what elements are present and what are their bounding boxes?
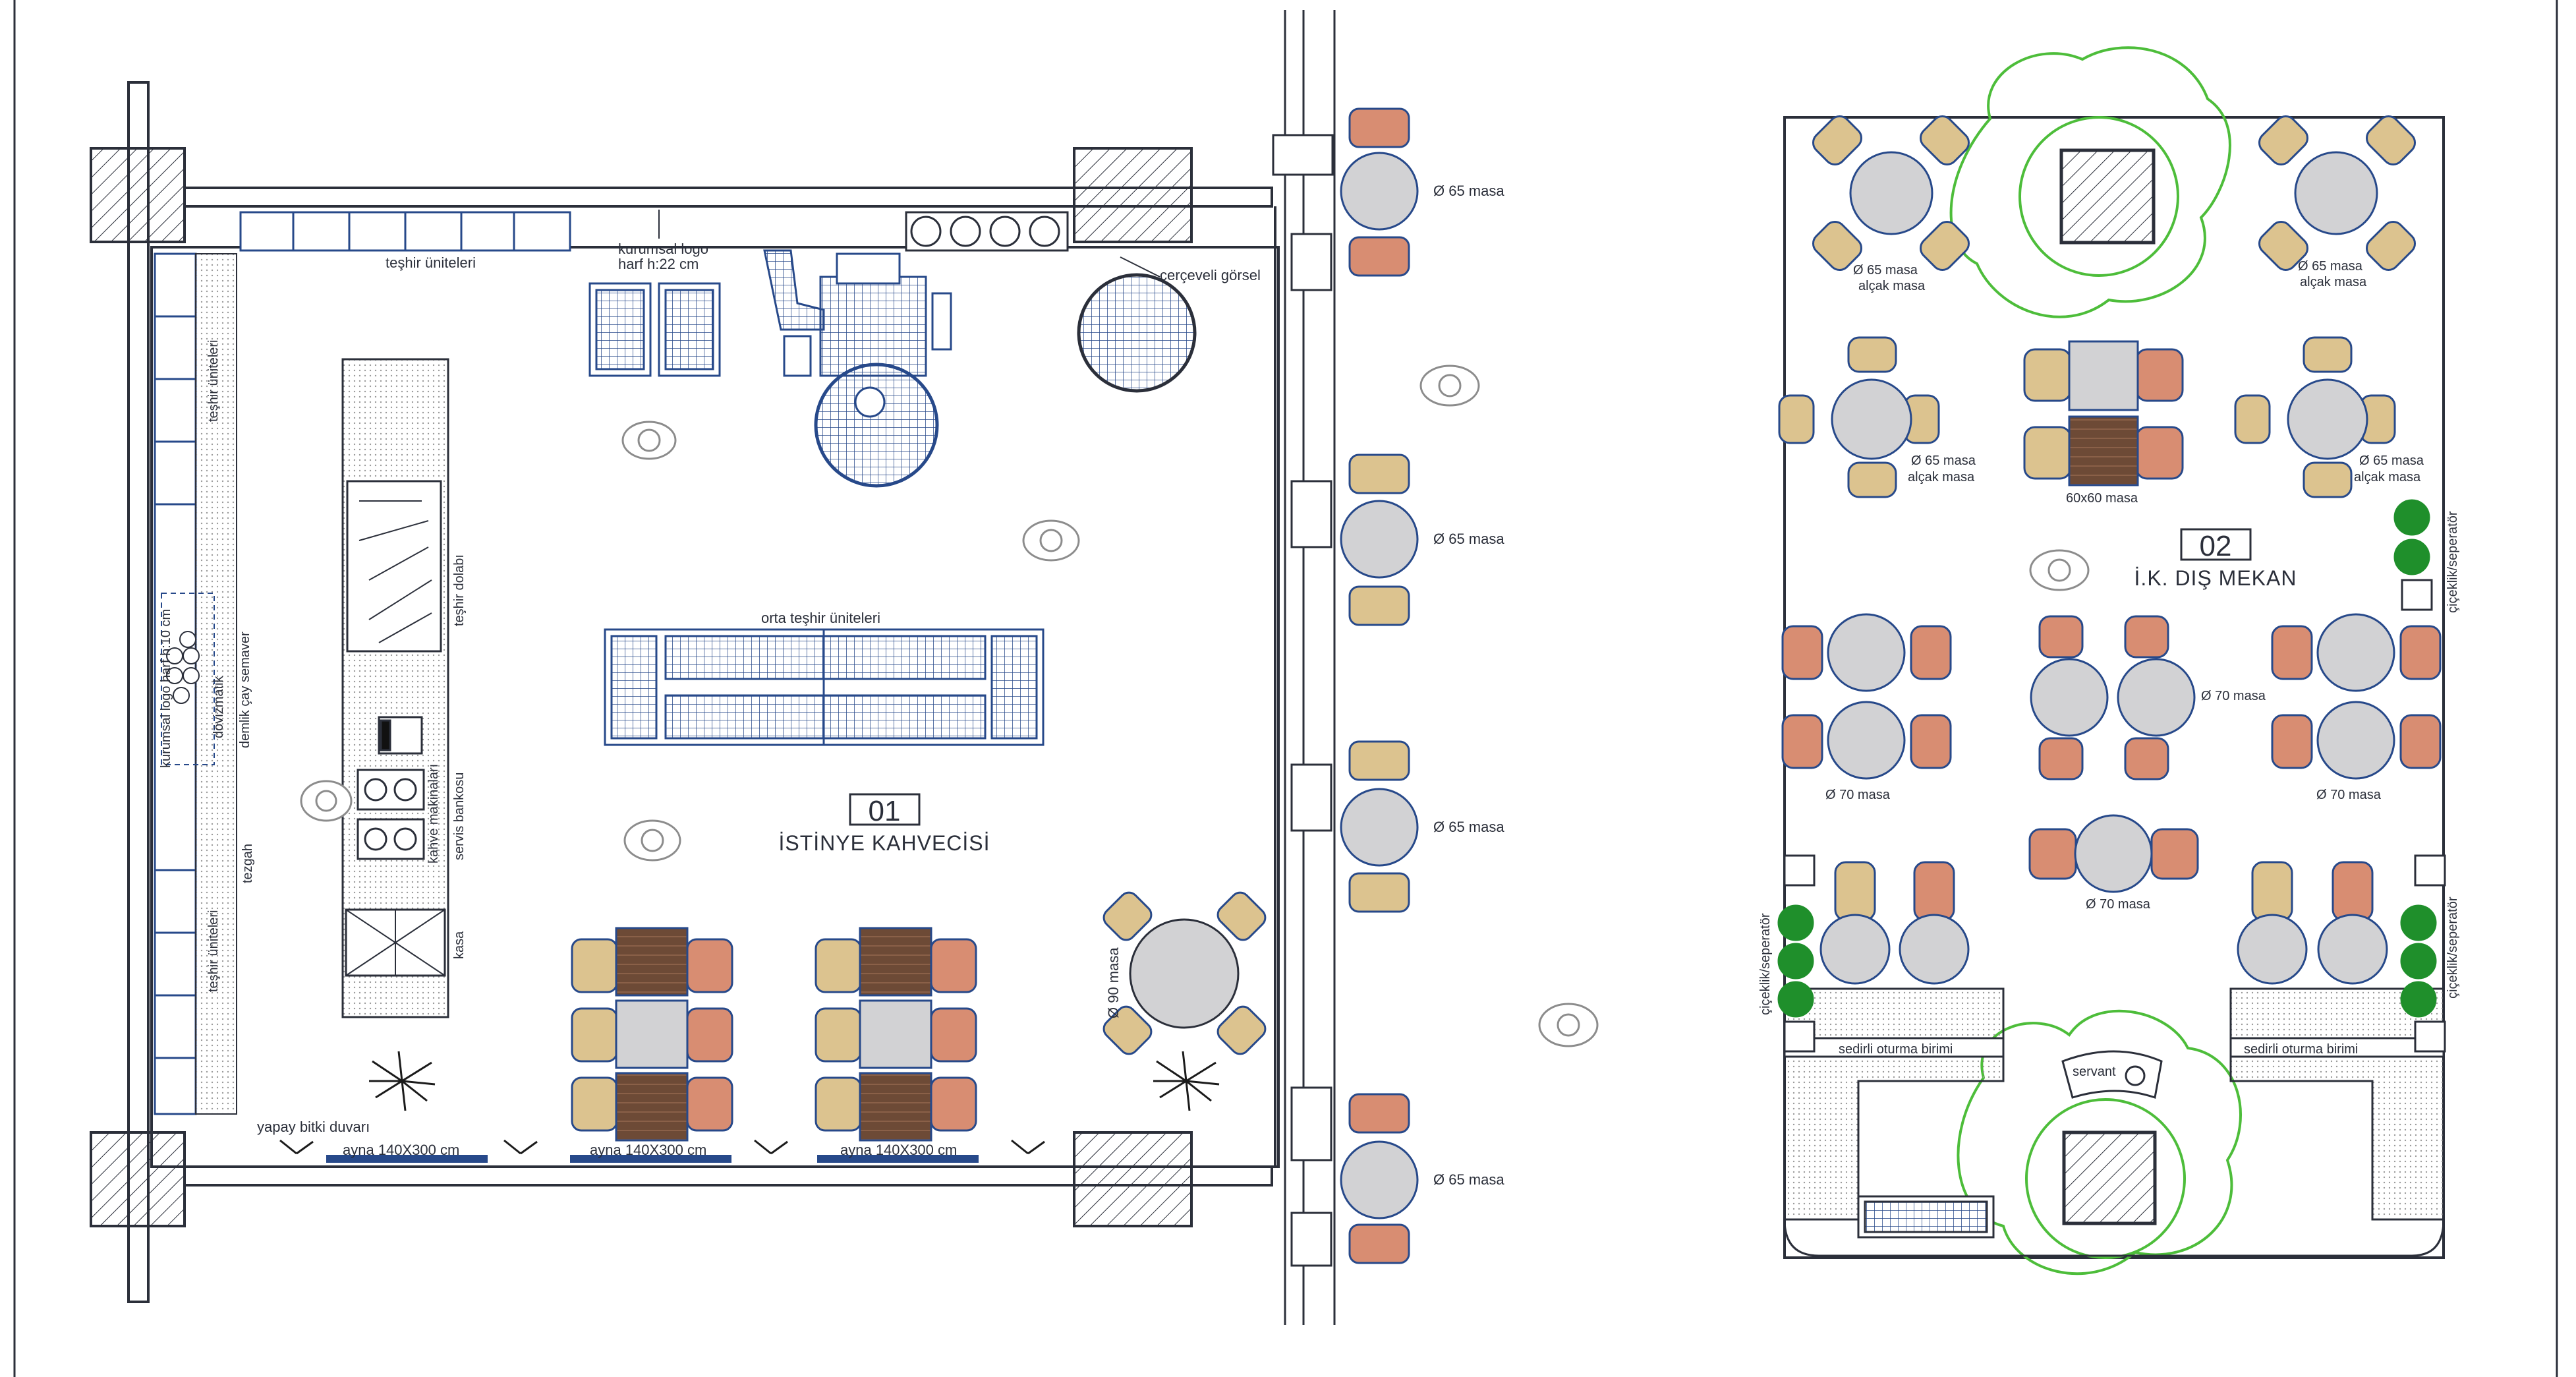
column xyxy=(1073,1131,1193,1227)
label-logo-line2: harf h:22 cm xyxy=(618,256,699,272)
room-02: Ø 65 masa alçak masa Ø 65 masa alçak mas… xyxy=(1758,46,2460,1275)
label-framed-image: çerçeveli görsel xyxy=(1160,267,1261,283)
street-table xyxy=(1340,107,1419,277)
person-figures xyxy=(300,365,2090,1047)
label-street-table-2: Ø 65 masa xyxy=(1433,531,1504,547)
street-table xyxy=(1340,1093,1419,1264)
dovizmatik-box xyxy=(161,593,215,765)
room-01-name: İSTİNYE KAHVECİSİ xyxy=(778,831,990,855)
mirrors xyxy=(326,1155,979,1163)
low-table-4-chairs xyxy=(1812,115,1970,272)
sheet-frame xyxy=(13,0,2558,1377)
room-02-number-box xyxy=(2180,528,2252,561)
table-70-bottom xyxy=(2028,814,2199,893)
label-street-table-3: Ø 65 masa xyxy=(1433,819,1504,835)
bench-seating xyxy=(1783,987,2445,1257)
label-table-70-right: Ø 70 masa xyxy=(2316,788,2382,802)
samovar xyxy=(166,631,200,704)
column xyxy=(90,147,186,243)
label-planter-right-bottom: çiçeklik/seperatör xyxy=(2446,896,2460,999)
logo-panels xyxy=(588,282,721,377)
trees xyxy=(1949,46,2242,1275)
square-tables-60 xyxy=(2023,340,2184,486)
framed-image xyxy=(1077,256,1197,393)
room-02-name: İ.K. DIŞ MEKAN xyxy=(2134,566,2297,590)
label-logo-line1: kurumsal logo xyxy=(618,241,708,257)
street-tables xyxy=(1340,107,1419,1264)
structural-columns xyxy=(90,147,1193,1227)
label-low-table-tl-2: alçak masa xyxy=(1858,279,1926,293)
label-table-60: 60x60 masa xyxy=(2066,491,2138,506)
label-low-table-ml-1: Ø 65 masa xyxy=(1911,454,1976,468)
round-display-units xyxy=(905,211,1069,252)
column xyxy=(1073,147,1193,243)
dining-group-right xyxy=(815,927,977,1142)
tree-pit-columns xyxy=(2059,148,2157,1225)
column xyxy=(90,1131,186,1227)
top-display-units xyxy=(239,211,571,252)
dining-group-left xyxy=(571,927,733,1142)
street-table xyxy=(1340,454,1419,626)
label-teshir-top: teşhir üniteleri xyxy=(386,254,476,271)
label-center-display: orta teşhir üniteleri xyxy=(761,610,880,626)
label-semaver: demlik çay semaver xyxy=(238,631,252,748)
tables-70-left xyxy=(1781,613,1952,780)
label-dovizmatik: dövizmatik xyxy=(212,676,226,738)
coffee-roaster xyxy=(763,249,952,488)
facade xyxy=(1272,10,1336,1325)
decorative-plants xyxy=(279,1051,1220,1155)
low-table-4-chairs xyxy=(1778,336,1940,498)
label-coffee-machines: kahve makinaları xyxy=(426,764,441,864)
label-table-90: Ø 90 masa xyxy=(1105,947,1122,1018)
planters xyxy=(1777,499,2437,1018)
service-counter xyxy=(341,358,449,1018)
label-plant-wall: yapay bitki duvarı xyxy=(257,1119,370,1135)
label-bench-right: sedirli oturma birimi xyxy=(2244,1042,2358,1057)
label-low-table-mr-2: alçak masa xyxy=(2354,470,2421,484)
back-counter xyxy=(195,253,237,1115)
label-bench-left: sedirli oturma birimi xyxy=(1839,1042,1953,1057)
room-01: teşhir üniteleri kurumsal logo harf h:22… xyxy=(90,81,2090,1303)
label-planter-right-top: çiçeklik/seperatör xyxy=(2446,511,2460,613)
tables-70-right xyxy=(2271,613,2442,780)
label-table-70-left: Ø 70 masa xyxy=(1825,788,1891,802)
servant-unit xyxy=(2061,1050,2163,1099)
label-cashier: kasa xyxy=(452,931,467,959)
label-service-counter: servis bankosu xyxy=(452,773,467,860)
bench-chairs xyxy=(1819,861,2388,985)
label-low-table-ml-2: alçak masa xyxy=(1908,470,1975,484)
tables-70-center xyxy=(2030,615,2196,780)
label-street-table-1: Ø 65 masa xyxy=(1433,183,1504,199)
label-teshir-left-lower: teşhir üniteleri xyxy=(206,910,221,992)
label-street-table-4: Ø 65 masa xyxy=(1433,1171,1504,1188)
label-low-table-tr-1: Ø 65 masa xyxy=(2298,259,2363,274)
room-02-number: 02 xyxy=(2200,530,2232,562)
label-low-table-tl-1: Ø 65 masa xyxy=(1853,263,1918,278)
center-display-units xyxy=(604,628,1045,746)
room-01-number: 01 xyxy=(869,795,901,827)
label-logo-left: kurumsal logo harf h:10 cm xyxy=(159,609,173,768)
room-01-number-box xyxy=(849,793,921,826)
label-mirror-2: ayna 140X300 cm xyxy=(590,1142,706,1158)
label-tezgah: tezgah xyxy=(241,844,255,883)
label-teshir-dolabi: teşhir dolabı xyxy=(452,554,467,626)
label-low-table-mr-1: Ø 65 masa xyxy=(2359,454,2424,468)
planter-boxes xyxy=(1783,579,2446,1053)
label-teshir-left-upper: teşhir üniteleri xyxy=(206,339,221,422)
low-table-4-chairs xyxy=(2258,115,2417,272)
street-table xyxy=(1340,740,1419,913)
label-planter-left: çiçeklik/seperatör xyxy=(1758,913,1773,1015)
label-servant: servant xyxy=(2073,1065,2116,1079)
label-mirror-1: ayna 140X300 cm xyxy=(343,1142,459,1158)
label-table-70-center: Ø 70 masa xyxy=(2201,689,2266,703)
label-mirror-3: ayna 140X300 cm xyxy=(840,1142,957,1158)
label-table-70-bottom: Ø 70 masa xyxy=(2086,897,2151,912)
low-table-4-chairs xyxy=(2234,336,2396,498)
label-low-table-tr-2: alçak masa xyxy=(2300,275,2367,289)
round-table-90 xyxy=(1102,891,1267,1055)
